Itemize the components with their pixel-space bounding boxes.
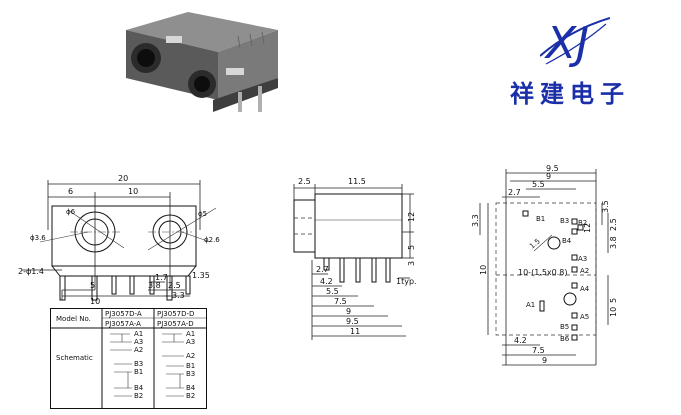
pin-a5: A5 — [580, 313, 589, 321]
svg-text:A2: A2 — [186, 352, 195, 360]
dim-pcb-15: 1.5 — [528, 237, 542, 250]
model-2: PJ3057D-D — [157, 310, 194, 318]
front-view-drawing: 20 6 10 ϕ6 ϕ5 ϕ3.6 ϕ2.6 2-ϕ1.4 5 10 1.7 … — [18, 174, 220, 306]
dim-pin-135: 1.35 — [192, 271, 210, 280]
model-3: PJ3057A-A — [105, 320, 141, 328]
pin-a1: A1 — [526, 301, 535, 309]
dim-typ: 1typ. — [396, 277, 417, 286]
dim-pcb-10r: 10 — [609, 307, 618, 317]
dim-pcb-75: 7.5 — [532, 346, 545, 355]
svg-text:B2: B2 — [186, 392, 195, 400]
svg-text:A3: A3 — [186, 338, 195, 346]
dim-pins: 2-ϕ1.4 — [18, 267, 44, 276]
dim-pcb-42: 4.2 — [514, 336, 527, 345]
dim-left-to-center: 6 — [68, 187, 73, 196]
dim-9: 9 — [346, 307, 351, 316]
dim-pin-33: 3.3 — [172, 291, 185, 300]
pin-b3: B3 — [560, 217, 569, 225]
dim-top-115: 11.5 — [348, 177, 366, 186]
dim-75: 7.5 — [334, 297, 347, 306]
svg-text:B1: B1 — [134, 368, 143, 376]
dim-55: 5.5 — [326, 287, 339, 296]
dim-pin-38: 3.8 — [148, 281, 161, 290]
dim-95: 9.5 — [346, 317, 359, 326]
pin-b5: B5 — [560, 323, 569, 331]
svg-text:A1: A1 — [134, 330, 143, 338]
svg-text:A1: A1 — [186, 330, 195, 338]
model-1: PJ3057D-A — [105, 310, 142, 318]
dim-42: 4.2 — [320, 277, 333, 286]
svg-text:A3: A3 — [134, 338, 143, 346]
dim-11: 11 — [350, 327, 360, 336]
xj-logo-mark: XJ — [540, 17, 610, 69]
pin-b1: B1 — [536, 215, 545, 223]
dim-pcb-9: 9 — [546, 172, 551, 181]
pin-a3: A3 — [578, 255, 587, 263]
dim-pcb-holes: 10-(1.5x0.8) — [518, 268, 568, 277]
dim-boss-left: ϕ3.6 — [30, 234, 46, 242]
company-logo: XJ 祥建电子 — [500, 10, 640, 110]
dim-pcb-38: 3.8 — [609, 236, 618, 249]
schematic-d: A1 A3 A2 B1 B3 B4 B2 — [162, 330, 196, 400]
svg-text:B4: B4 — [186, 384, 196, 392]
dim-right-12: 12 — [407, 212, 416, 222]
dim-pcb-35: 3.5 — [601, 200, 610, 213]
dim-right-5: 5 — [407, 245, 416, 250]
side-view-drawing: 2.5 11.5 12 5 3 1typ. 2.7 4.2 5.5 7.5 9 … — [293, 177, 417, 340]
pin-b4: B4 — [562, 237, 572, 245]
dim-pin-10: 10 — [90, 297, 100, 306]
product-photo — [126, 12, 278, 112]
svg-text:B3: B3 — [186, 370, 195, 378]
pin-a2: A2 — [580, 267, 589, 275]
front-body — [22, 180, 217, 301]
table-header-label: Model No. — [56, 315, 91, 323]
dim-boss-right: ϕ2.6 — [204, 236, 220, 244]
dim-pcb-5: 5 — [609, 298, 618, 303]
dim-hole-left: ϕ6 — [66, 208, 76, 216]
pin-b2: B2 — [578, 219, 587, 227]
svg-text:B4: B4 — [134, 384, 144, 392]
svg-text:B3: B3 — [134, 360, 143, 368]
dim-pcb-27: 2.7 — [508, 188, 521, 197]
dim-pcb-55: 5.5 — [532, 180, 545, 189]
dim-overall-width: 20 — [118, 174, 128, 183]
model-4: PJ3057A-D — [157, 320, 194, 328]
dim-pcb-33: 3.3 — [471, 214, 480, 227]
dim-pcb-10: 10 — [479, 265, 488, 275]
svg-text:B2: B2 — [134, 392, 143, 400]
svg-text:B1: B1 — [186, 362, 195, 370]
svg-text:A2: A2 — [134, 346, 143, 354]
company-name: 祥建电子 — [510, 79, 630, 108]
model-schematic-table: Model No. PJ3057D-A PJ3057D-D PJ3057A-A … — [50, 308, 207, 409]
schematic-row-label: Schematic — [56, 354, 93, 362]
dim-center-spacing: 10 — [128, 187, 138, 196]
dim-27: 2.7 — [316, 265, 329, 274]
dim-pin-25: 2.5 — [168, 281, 181, 290]
pin-b6: B6 — [560, 335, 570, 343]
dim-right-3: 3 — [407, 261, 416, 266]
schematic-a: A1 A3 A2 B3 B1 B4 B2 — [110, 330, 144, 400]
dim-hole-right: ϕ5 — [198, 210, 207, 218]
dim-pcb-25: 2.5 — [609, 218, 618, 231]
dim-pin-5: 5 — [90, 281, 95, 290]
dim-top-25: 2.5 — [298, 177, 311, 186]
pcb-layout-drawing: 9.5 9 5.5 2.7 3.5 2.5 3.8 12 3.3 10 1.5 … — [471, 165, 618, 366]
dim-pcb-9b: 9 — [542, 356, 547, 365]
dim-pcb-95: 9.5 — [546, 165, 559, 173]
dim-pcb-12: 12 — [583, 223, 592, 233]
dim-pin-17: 1.7 — [155, 273, 168, 282]
pin-a4: A4 — [580, 285, 590, 293]
